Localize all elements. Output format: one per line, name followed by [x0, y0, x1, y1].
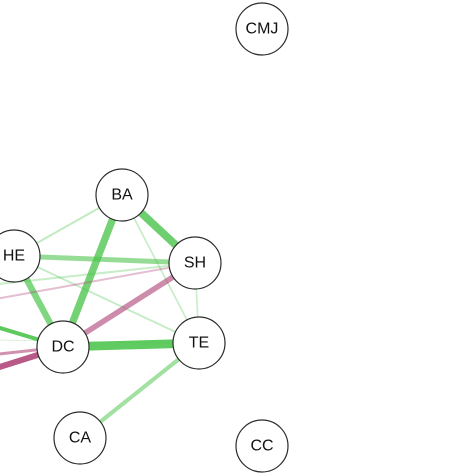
edges-layer — [11, 192, 201, 440]
edge-offscreen-4 — [0, 262, 196, 285]
node-ca: CA — [53, 411, 107, 465]
node-label: DC — [51, 339, 74, 356]
node-circle — [95, 168, 149, 222]
node-ba: BA — [95, 168, 149, 222]
node-label: BA — [111, 187, 133, 204]
edge-offscreen-5 — [0, 339, 200, 344]
node-dc: DC — [36, 320, 90, 374]
nodes-layer: CMJ BA HE SH DC TE CA CC — [0, 2, 289, 473]
node-circle — [36, 320, 90, 374]
node-label: CMJ — [246, 21, 279, 38]
node-label: TE — [189, 335, 209, 352]
edge-ba-dc — [59, 193, 126, 349]
edge-he-sh — [13, 253, 196, 266]
node-label: SH — [184, 255, 206, 272]
node-circle — [235, 2, 289, 56]
node-circle — [53, 411, 107, 465]
node-he: HE — [0, 229, 41, 283]
node-circle — [172, 316, 226, 370]
node-sh: SH — [168, 236, 222, 290]
node-label: HE — [3, 248, 25, 265]
node-te: TE — [172, 316, 226, 370]
node-cc: CC — [235, 419, 289, 473]
edge-offscreen-3 — [0, 262, 196, 300]
node-circle — [168, 236, 222, 290]
node-label: CC — [250, 438, 273, 455]
node-cmj: CMJ — [235, 2, 289, 56]
node-label: CA — [69, 430, 92, 447]
node-circle — [0, 229, 41, 283]
node-circle — [235, 419, 289, 473]
edge-he-te — [13, 255, 200, 344]
edge-ba-te — [121, 194, 200, 344]
